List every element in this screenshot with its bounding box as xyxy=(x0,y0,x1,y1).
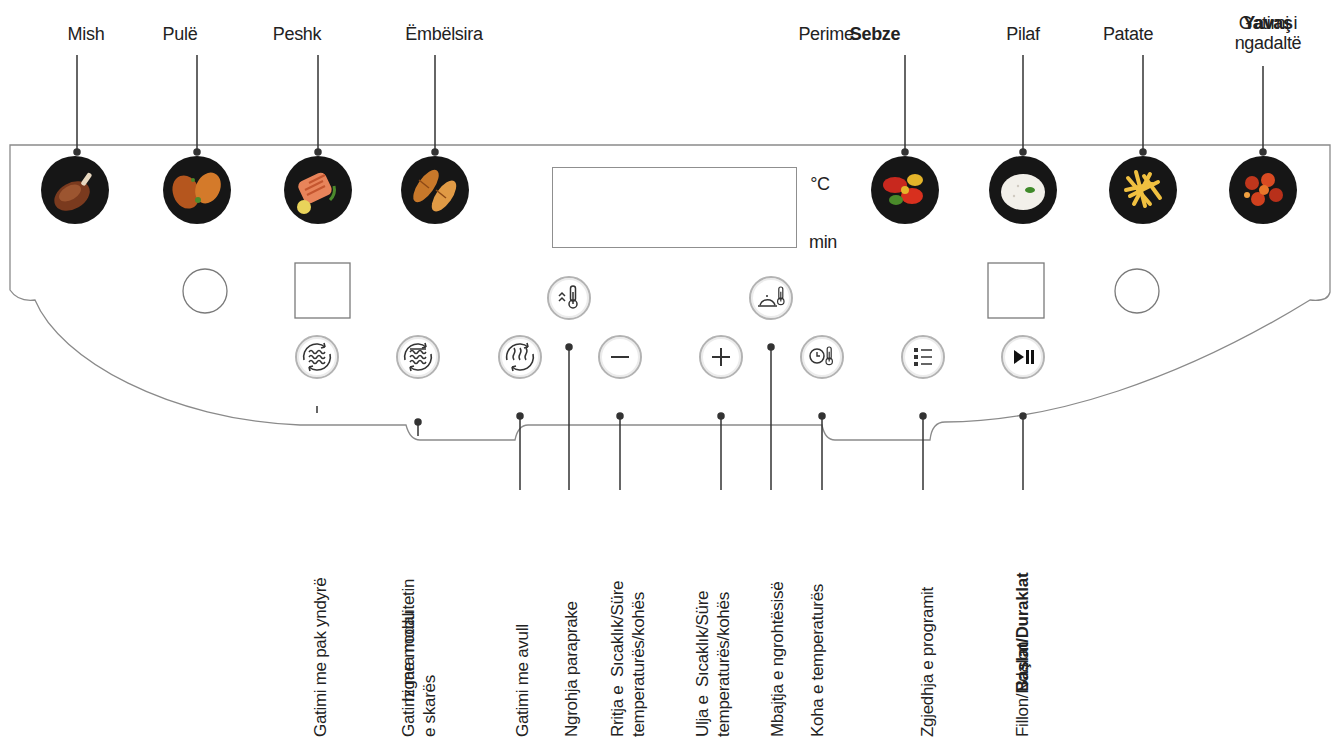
button-label: Sıcaklık/Süre xyxy=(607,557,628,677)
button-label: Gatimi me avull xyxy=(512,497,533,737)
button-label: Sıcaklık/Süre xyxy=(692,567,713,687)
food-button: Gatimi i ngadaltëYavaş xyxy=(1229,156,1297,224)
button-label: °C xyxy=(800,174,840,194)
indicator-shapes xyxy=(183,263,1159,318)
button-label: Izgara modu xyxy=(398,582,419,702)
button-label: Peshk xyxy=(237,24,357,44)
leader-lines xyxy=(74,55,1266,490)
button-label: min xyxy=(798,232,848,252)
button-label: Başlat/Duraklat xyxy=(1012,542,1033,692)
food-button: Patate xyxy=(1109,156,1177,224)
button-label: Zgjedhja e programit xyxy=(917,497,938,737)
mode-button: Gatimi me avull xyxy=(498,335,542,379)
control-button: Ngrohja paraprake xyxy=(547,276,591,320)
mode-button: Gatimi me pak yndyrë xyxy=(295,335,339,379)
panel-outline xyxy=(10,145,1330,440)
button-label: Koha e temperaturës xyxy=(807,497,828,737)
food-button: Ëmbëlsira xyxy=(401,156,469,224)
food-button: Pulë xyxy=(163,156,231,224)
button-label: Yavaş xyxy=(1228,13,1308,33)
button-label: Ëmbëlsira xyxy=(384,24,504,44)
control-button: Fillon/NdalonBaşlat/Duraklat xyxy=(1001,335,1045,379)
control-button: Ulja e temperaturës/kohësSıcaklık/Süre xyxy=(699,335,743,379)
button-label: Ngrohja paraprake xyxy=(561,497,582,737)
display-screen: °Cmin xyxy=(552,167,797,248)
control-button: Zgjedhja e programit xyxy=(901,335,945,379)
button-label: Pilaf xyxy=(963,24,1083,44)
button-symbols xyxy=(304,286,1034,371)
button-label: Pulë xyxy=(120,24,240,44)
button-label: Sebze xyxy=(815,24,935,44)
control-button: Rritja e temperaturës/kohësSıcaklık/Süre xyxy=(598,335,642,379)
food-button: Peshk xyxy=(284,156,352,224)
button-label: Mish xyxy=(26,24,146,44)
button-label: Patate xyxy=(1068,24,1188,44)
control-button: Mbajtja e ngrohtësisë xyxy=(749,276,793,320)
button-label: Mbajtja e ngrohtësisë xyxy=(767,497,788,737)
food-button: Pilaf xyxy=(989,156,1057,224)
button-label: Gatimi me pak yndyrë xyxy=(310,497,331,737)
food-button: Mish xyxy=(41,156,109,224)
mode-button: Gatimi me modalitetin e skarësIzgara mod… xyxy=(396,335,440,379)
control-button: Koha e temperaturës xyxy=(800,335,844,379)
food-button: PerimeSebze xyxy=(871,156,939,224)
